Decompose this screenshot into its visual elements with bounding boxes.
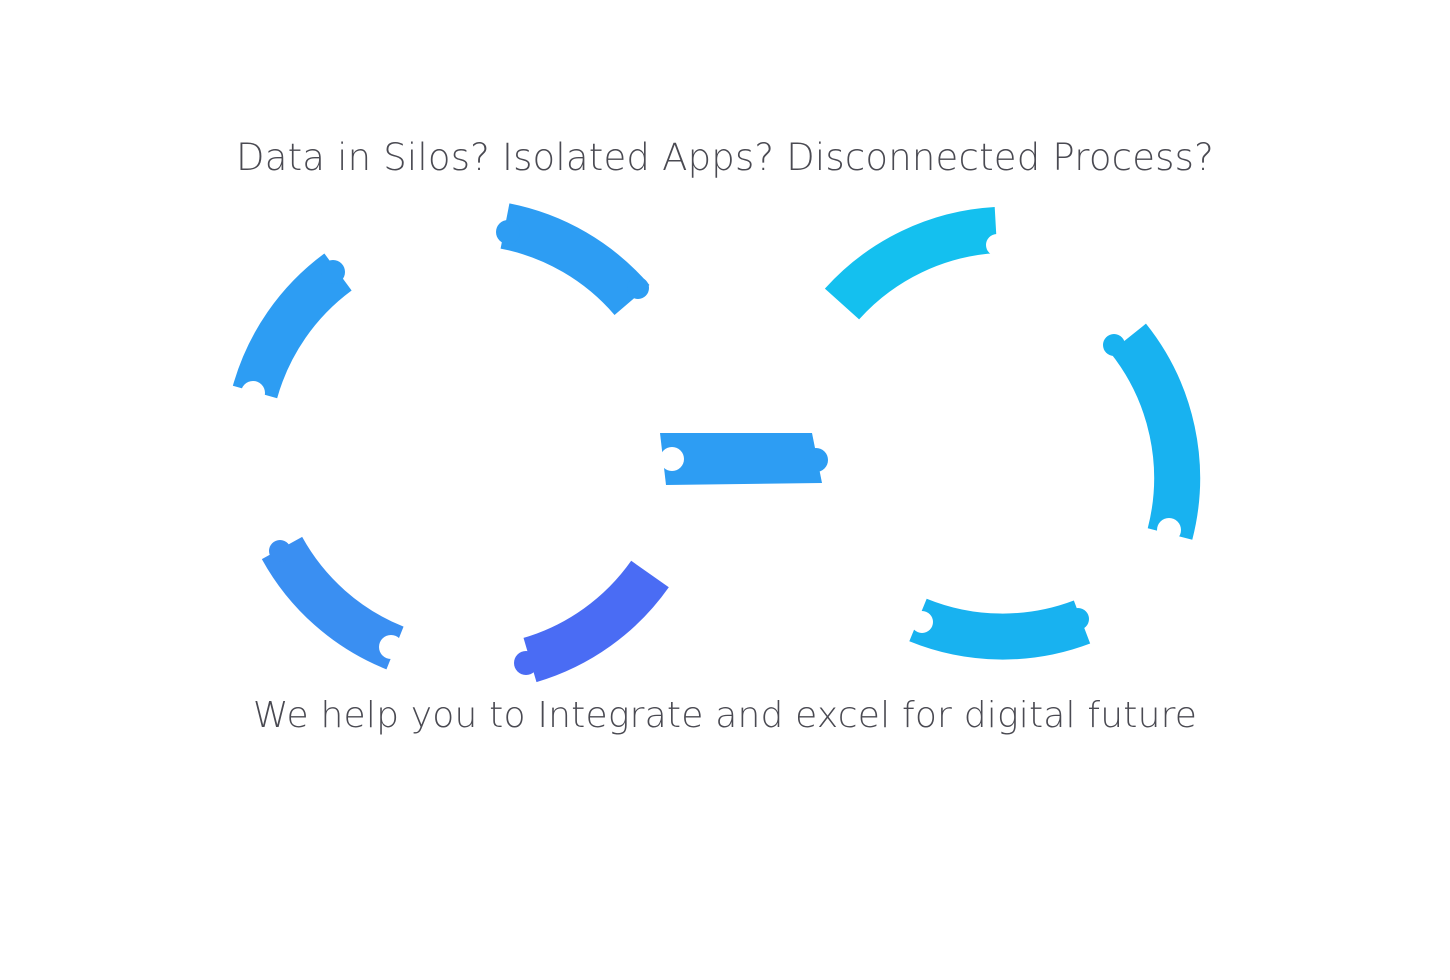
left-loop-piece-top-left <box>232 253 353 399</box>
puzzle-slot <box>1157 518 1181 542</box>
puzzle-knob <box>1103 334 1125 356</box>
puzzle-slot <box>986 234 1008 256</box>
right-loop-piece-right <box>1109 323 1201 540</box>
center-connector-piece <box>660 433 822 485</box>
puzzle-slot <box>660 447 684 471</box>
puzzle-slot <box>241 381 265 405</box>
puzzle-knob <box>627 277 649 299</box>
puzzle-knob <box>1067 608 1089 630</box>
puzzle-knob <box>804 448 828 472</box>
right-loop-piece-bottom <box>909 598 1091 660</box>
left-loop-piece-bottom-left <box>261 536 404 670</box>
left-loop-piece-bottom-right <box>523 560 669 683</box>
puzzle-slot <box>379 635 403 659</box>
puzzle-knob <box>269 540 291 562</box>
puzzle-knob <box>321 260 345 284</box>
puzzle-knob <box>514 651 538 675</box>
right-loop-piece-top-left <box>824 207 998 320</box>
puzzle-slot <box>911 611 933 633</box>
puzzle-knob <box>496 220 520 244</box>
headline: Data in Silos? Isolated Apps? Disconnect… <box>236 136 1214 179</box>
tagline: We help you to Integrate and excel for d… <box>252 695 1198 736</box>
left-loop-piece-top-right <box>500 203 650 316</box>
